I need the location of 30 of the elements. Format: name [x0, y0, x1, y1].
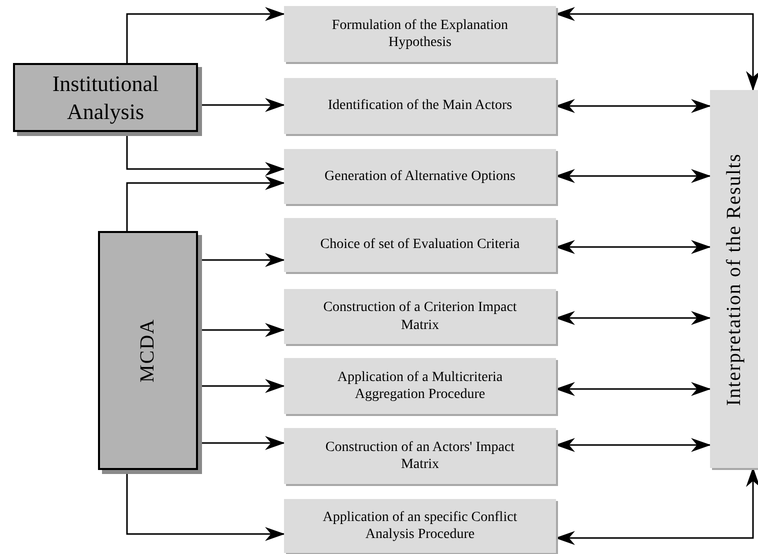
arrow	[555, 438, 711, 452]
box-label: Institutional Analysis	[51, 70, 160, 125]
arrow	[555, 467, 758, 545]
box-label: Construction of a Criterion Impact Matrix	[322, 299, 518, 334]
step-box	[284, 289, 556, 344]
box-label: Application of a Multicriteria Aggregation Procedure	[336, 368, 504, 404]
box-label: Formulation of the Explanation Hypothesis	[330, 16, 510, 52]
step-box	[284, 6, 556, 62]
step-box	[284, 428, 556, 484]
box-label: Identification of the Main Actors	[326, 97, 514, 115]
step-box	[284, 358, 556, 414]
arrow	[555, 311, 711, 325]
arrow	[555, 382, 711, 396]
step-box	[284, 149, 556, 204]
arrow	[555, 169, 711, 183]
arrow	[126, 7, 285, 63]
step-box	[284, 218, 556, 272]
arrow	[555, 99, 711, 113]
arrow	[126, 176, 285, 231]
arrow	[555, 240, 711, 254]
box-label: Construction of an Actors' Impact Matrix	[324, 438, 516, 474]
box-label: Generation of Alternative Options	[324, 168, 516, 186]
step-box	[284, 499, 556, 553]
step-box	[284, 78, 556, 134]
arrow	[555, 7, 758, 91]
box-label: Interpretation of the Results	[722, 152, 746, 406]
box-label: Choice of set of Evaluation Criteria	[319, 236, 521, 254]
box-label: MCDA	[136, 318, 160, 382]
box-label: Application of an specific Conflict Analysis Procedure	[322, 508, 518, 544]
step-box	[710, 90, 758, 468]
